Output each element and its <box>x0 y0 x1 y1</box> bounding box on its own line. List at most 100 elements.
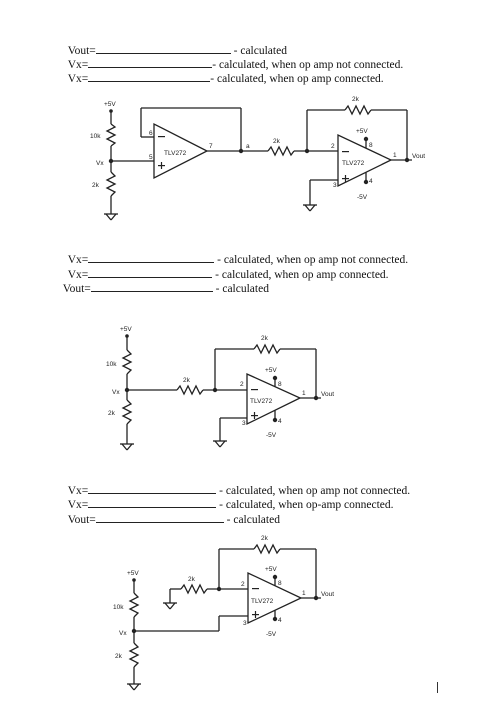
s2-line-2-label: Vx= <box>67 269 89 281</box>
s3-line-2: Vx= - calculated, when op-amp connected. <box>62 485 394 512</box>
c3-vout-label: Vout <box>321 591 334 598</box>
c3-resistor-2k-bottom <box>128 642 140 668</box>
s3-line-3: Vout= - calculated <box>62 500 280 527</box>
s3-line-3-blank[interactable] <box>95 513 224 523</box>
s1-line-1-blank[interactable] <box>95 44 231 54</box>
s2-line-1-suffix: - calculated, when op amp not connected. <box>214 254 409 266</box>
c1-resistor-2k-feedback <box>344 104 372 116</box>
c1-opamp1-label: TLV272 <box>164 150 187 157</box>
s1-line-2: Vx= - calculated, when op amp not connect… <box>62 45 404 72</box>
c1-opamp2-body <box>337 133 393 188</box>
s2-line-2: Vx= - calculated, when op amp connected. <box>62 255 389 282</box>
c3-vpos-label: +5V <box>265 566 277 573</box>
s2-line-3-suffix: - calculated <box>212 283 269 295</box>
c2-resistor-2k-series <box>176 384 204 396</box>
c3-resistor-2k-series <box>180 583 208 595</box>
c3-pin-inv: 2 <box>241 581 245 588</box>
c2-r-bottom-label: 2k <box>108 410 116 417</box>
circuit-2: +5V 10k 2k Vx 2k 2k TLV272 2 3 1 8 4 +5V… <box>106 326 334 451</box>
c2-pin-noninv: 3 <box>242 420 246 427</box>
c1-r-top-label: 10k <box>90 133 101 140</box>
s2-line-1: Vx= - calculated, when op amp not connec… <box>62 240 408 267</box>
c1-opamp2-pin-vpos: 8 <box>369 142 373 149</box>
c3-pin-noninv: 3 <box>243 620 247 627</box>
c1-opamp1-pin-inv: 6 <box>149 130 153 137</box>
c3-r-series-label: 2k <box>188 576 196 583</box>
s3-line-2-blank[interactable] <box>88 498 217 508</box>
c1-r-feedback-label: 2k <box>352 96 360 103</box>
c1-vneg-label: -5V <box>357 194 368 201</box>
c1-vx-label: Vx <box>96 160 104 167</box>
c3-r-bottom-label: 2k <box>115 653 123 660</box>
c2-opamp-body <box>246 372 302 426</box>
c2-vout-label: Vout <box>321 391 334 398</box>
s1-line-3-label: Vx= <box>67 73 89 85</box>
s3-line-2-label: Vx= <box>67 499 89 511</box>
c1-supply-label: +5V <box>104 101 116 108</box>
s1-line-2-blank[interactable] <box>88 58 213 68</box>
c3-resistor-2k-feedback <box>253 543 281 555</box>
c1-resistor-10k <box>105 123 117 147</box>
c1-resistor-2k-bottom <box>105 171 117 197</box>
c1-resistor-2k-series <box>267 145 295 157</box>
c1-node-a-label: a <box>246 143 250 150</box>
c3-pin-vpos: 8 <box>278 580 282 587</box>
s1-line-1: Vout= - calculated <box>62 31 287 58</box>
c1-opamp2-pin-out: 1 <box>393 152 397 159</box>
c3-r-feedback-label: 2k <box>261 535 269 542</box>
s3-line-1-blank[interactable] <box>88 484 217 494</box>
s2-line-1-label: Vx= <box>67 254 89 266</box>
c2-vpos-label: +5V <box>265 367 277 374</box>
c2-resistor-2k-feedback <box>253 343 281 355</box>
s1-line-3-suffix: - calculated, when op amp connected. <box>210 73 384 85</box>
s2-line-3-blank[interactable] <box>90 282 213 292</box>
c3-pin-out: 1 <box>302 590 306 597</box>
text-cursor <box>437 682 438 693</box>
c3-supply-label: +5V <box>127 570 139 577</box>
c1-opamp1-body <box>153 122 209 180</box>
c1-r-series-label: 2k <box>273 138 281 145</box>
c3-pin-vneg: 4 <box>278 617 282 624</box>
c1-r-bottom-label: 2k <box>92 182 100 189</box>
c2-r-top-label: 10k <box>106 361 117 368</box>
c2-pin-vneg: 4 <box>278 418 282 425</box>
c2-vx-label: Vx <box>112 389 120 396</box>
c2-vneg-label: -5V <box>266 432 277 439</box>
s2-line-2-suffix: - calculated, when op amp connected. <box>212 269 389 281</box>
c2-r-series-label: 2k <box>183 377 191 384</box>
c1-opamp2-pin-inv: 2 <box>331 143 335 150</box>
s3-line-2-suffix: - calculated, when op-amp connected. <box>216 499 394 511</box>
s1-line-1-suffix: - calculated <box>230 45 287 57</box>
s3-line-1-suffix: - calculated, when op amp not connected. <box>216 485 411 497</box>
c2-opamp-label: TLV272 <box>250 398 273 405</box>
c1-opamp1-pin-noninv: 5 <box>149 154 153 161</box>
s1-line-2-label: Vx= <box>67 59 89 71</box>
s2-line-3-label: Vout= <box>62 283 91 295</box>
c1-opamp2-pin-vneg: 4 <box>369 178 373 185</box>
c1-opamp2-pin-noninv: 3 <box>333 182 337 189</box>
c3-resistor-10k <box>128 592 140 618</box>
c2-pin-inv: 2 <box>240 381 244 388</box>
s1-line-2-suffix: - calculated, when op amp not connected. <box>212 59 404 71</box>
c2-pin-out: 1 <box>302 390 306 397</box>
c2-pin-vpos: 8 <box>278 381 282 388</box>
c1-vout-label: Vout <box>412 153 425 160</box>
c3-vneg-label: -5V <box>266 631 277 638</box>
s2-line-2-blank[interactable] <box>88 268 213 278</box>
s3-line-1-label: Vx= <box>67 485 89 497</box>
s3-line-3-suffix: - calculated <box>223 514 280 526</box>
c3-vx-label: Vx <box>119 630 127 637</box>
circuit-1: +5V 10k 2k Vx TLV272 6 5 7 a 2k 2k TLV27… <box>90 96 425 221</box>
c2-r-feedback-label: 2k <box>261 335 269 342</box>
c2-supply-label: +5V <box>120 326 132 333</box>
c1-opamp1-pin-out: 7 <box>209 143 213 150</box>
c1-vpos-label: +5V <box>356 128 368 135</box>
c2-resistor-2k-bottom <box>121 399 133 425</box>
s2-line-3: Vout= - calculated <box>57 269 269 296</box>
s2-line-1-blank[interactable] <box>88 253 215 263</box>
c1-opamp2-label: TLV272 <box>342 160 365 167</box>
s1-line-1-label: Vout= <box>67 45 96 57</box>
s1-line-3-blank[interactable] <box>88 72 211 82</box>
s3-line-3-label: Vout= <box>67 514 96 526</box>
